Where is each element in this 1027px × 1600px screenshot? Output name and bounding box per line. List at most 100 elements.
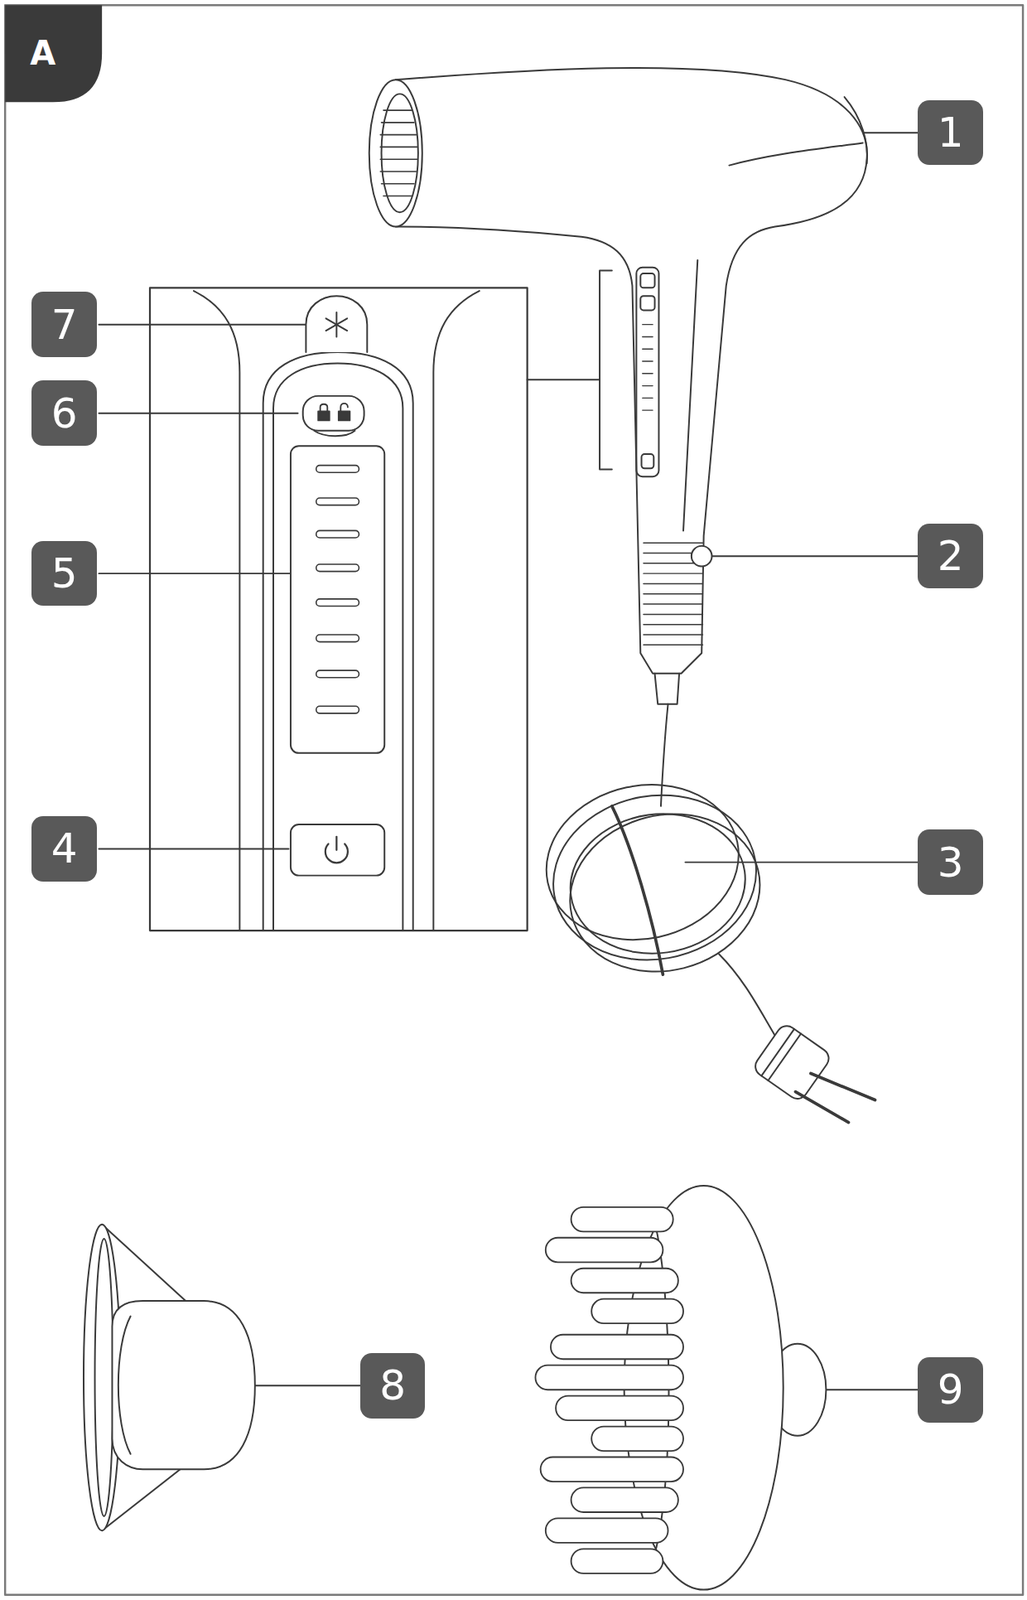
- dryer-body-part-part: [643, 613, 703, 615]
- power-cord-part: [810, 1073, 876, 1100]
- snowflake-icon-part: [326, 318, 348, 331]
- dryer-body-part: [381, 93, 419, 213]
- dryer-body-part: [691, 545, 713, 567]
- callout-number: 8: [360, 1352, 426, 1418]
- diffuser-part-part: [545, 1517, 669, 1543]
- power-cord-part: [553, 794, 777, 992]
- dryer-body-part: [641, 453, 655, 468]
- power-cord: [531, 703, 875, 1123]
- lock-icons-part: [340, 403, 348, 412]
- dryer-body-part: [640, 273, 655, 288]
- dryer-body-part-part: [642, 323, 653, 325]
- slider-bars-part: [316, 598, 360, 607]
- diffuser-part-part: [571, 1206, 674, 1232]
- power-cord-part-part: [767, 1033, 801, 1081]
- callout-number: 2: [917, 523, 984, 589]
- dryer-body-part-part: [642, 372, 653, 374]
- dryer-body-part-part: [642, 348, 653, 350]
- lock-icons-part: [318, 410, 330, 420]
- dryer-body-part-part: [383, 109, 412, 111]
- dryer-body-part-part: [380, 158, 417, 160]
- concentrator-nozzle: [83, 1224, 256, 1530]
- lock-icons-part: [338, 410, 351, 420]
- concentrator-nozzle-part: [95, 1238, 114, 1516]
- power-cord-part-part: [751, 1021, 833, 1102]
- dryer-body-part-part: [643, 633, 703, 635]
- dryer-body-part-part: [642, 385, 653, 386]
- dryer-body-part-part: [643, 541, 703, 543]
- dryer-body: [369, 67, 868, 704]
- snowflake-icon: [326, 312, 348, 338]
- control-panel-inset-part: [527, 270, 613, 469]
- callout-number: 5: [31, 540, 97, 607]
- dryer-body-part: [380, 110, 417, 196]
- power-symbol-part: [335, 836, 338, 850]
- dryer-body-part: [642, 324, 653, 410]
- leader-lines-part: [863, 131, 918, 134]
- power-cord-part: [718, 953, 776, 1036]
- snowflake-icon-part: [326, 318, 348, 331]
- control-panel-inset-part: [433, 290, 479, 931]
- leader-lines: [98, 132, 918, 1389]
- leader-lines-part: [98, 412, 298, 415]
- diffuser-part-part: [535, 1364, 684, 1390]
- dryer-body-part: [655, 673, 680, 704]
- power-cord-part: [660, 703, 669, 806]
- slider-bars-part: [316, 465, 360, 473]
- leader-lines-part: [98, 848, 289, 850]
- diffuser-part-part: [591, 1426, 684, 1452]
- dryer-body-part: [369, 79, 423, 227]
- diffuser: [535, 1185, 826, 1590]
- leader-lines-part: [255, 1383, 361, 1386]
- diffuser-part-part: [540, 1456, 684, 1482]
- dryer-body-part: [640, 295, 655, 310]
- section-tab: [4, 4, 102, 102]
- dryer-body-part-part: [643, 572, 703, 574]
- concentrator-nozzle-part: [118, 1316, 131, 1454]
- diffuser-part: [535, 1206, 684, 1573]
- power-symbol: [325, 836, 348, 863]
- slider-bars-part: [316, 705, 360, 714]
- lock-button: [303, 395, 365, 431]
- callout-number: 6: [31, 380, 97, 446]
- speed-slider: [290, 445, 385, 753]
- slider-bars-part: [316, 670, 360, 678]
- leader-lines-part: [98, 572, 296, 574]
- dryer-body-part-part: [380, 170, 416, 173]
- slider-bars-part: [316, 564, 360, 572]
- power-cord-part: [751, 1021, 833, 1102]
- diffuser-part-part: [571, 1547, 664, 1573]
- dryer-body-part-part: [383, 195, 412, 198]
- dryer-body-part-part: [381, 121, 415, 124]
- dryer-body-part-part: [642, 397, 653, 399]
- dryer-body-part-part: [642, 409, 653, 410]
- leader-lines-part: [703, 554, 919, 557]
- power-cord-part: [561, 802, 755, 965]
- dryer-body-part: [844, 96, 868, 164]
- dryer-body-part-part: [643, 623, 703, 625]
- diffuser-part-part: [550, 1334, 684, 1360]
- dryer-body-part: [728, 142, 863, 165]
- control-panel-inset-part: [263, 351, 414, 931]
- section-letter: A: [12, 22, 74, 84]
- dryer-body-part-part: [642, 336, 653, 338]
- power-cord-part-part: [761, 1028, 795, 1076]
- dryer-body-part-part: [643, 644, 703, 646]
- concentrator-nozzle-part: [111, 1300, 255, 1469]
- dryer-body-part-part: [643, 602, 703, 604]
- dryer-body-part-part: [642, 360, 653, 362]
- cool-shot-button: [305, 295, 367, 352]
- diffuser-part-part: [545, 1237, 664, 1263]
- callout-number: 3: [917, 829, 984, 895]
- diffuser-part-part: [571, 1486, 679, 1512]
- callout-number: 1: [917, 100, 984, 166]
- slider-bars-part: [316, 634, 360, 642]
- power-button: [290, 824, 385, 876]
- control-panel-inset-part: [149, 287, 528, 931]
- dryer-body-part-part: [643, 583, 703, 584]
- lock-icons-part: [320, 404, 328, 412]
- callout-number: 4: [31, 815, 97, 882]
- dryer-body-part: [683, 260, 698, 531]
- lock-icons-part: [313, 430, 355, 436]
